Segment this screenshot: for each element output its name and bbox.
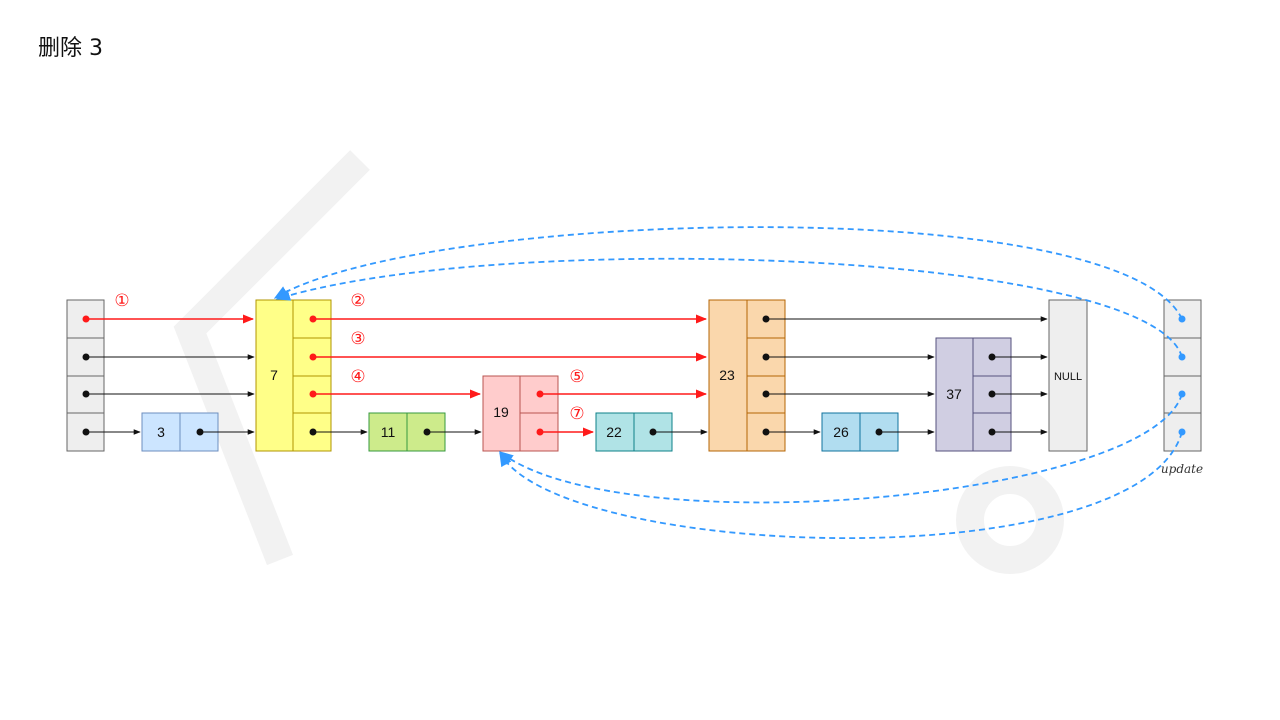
node-23: 23 [708, 299, 786, 452]
node-23-label: 23 [719, 367, 735, 383]
node-22: 22 [595, 412, 673, 452]
red-search-path [86, 314, 708, 437]
step-5-label: ⑤ [569, 367, 584, 387]
red-pointer-dots [82, 315, 544, 436]
node-37-label: 37 [946, 386, 962, 402]
update-label: update [1161, 462, 1203, 476]
node-3: 3 [141, 412, 219, 452]
node-22-label: 22 [606, 424, 622, 440]
step-2-label: ② [350, 291, 365, 311]
page-title: 删除 3 [38, 36, 103, 61]
node-26: 26 [821, 412, 899, 452]
step-4-label: ④ [350, 367, 365, 387]
update-array: update [1161, 299, 1203, 476]
black-pointer-dots [82, 315, 996, 436]
head-node [66, 299, 105, 452]
step-3-label: ③ [350, 329, 365, 349]
node-7-label: 7 [270, 367, 278, 383]
node-3-label: 3 [157, 424, 165, 440]
step-7-label: ⑦ [569, 404, 584, 424]
null-label: NULL [1054, 371, 1082, 383]
node-26-label: 26 [833, 424, 849, 440]
null-node: NULL [1048, 299, 1088, 452]
node-19-label: 19 [493, 404, 509, 420]
node-7: 7 [255, 299, 332, 452]
update-pointer-dots [1178, 315, 1186, 436]
update-references [273, 226, 1183, 540]
node-19: 19 [482, 375, 559, 452]
black-pointers [86, 316, 1048, 435]
watermark [173, 150, 1064, 574]
node-11-label: 11 [381, 424, 396, 440]
step-1-label: ① [114, 291, 129, 311]
